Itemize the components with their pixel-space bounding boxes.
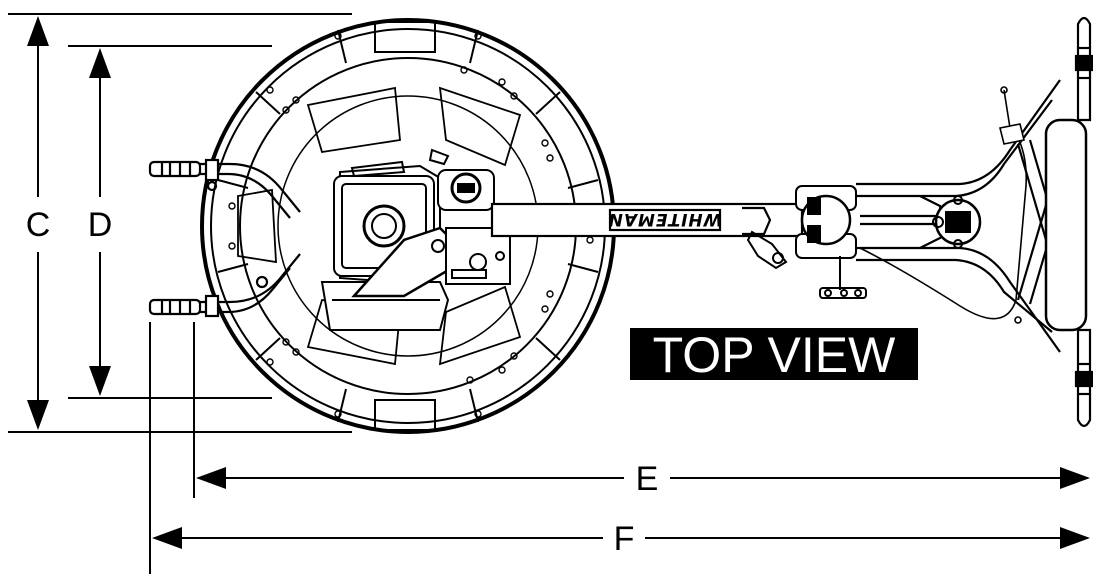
guard-rivets <box>228 32 594 418</box>
operating-handle-arm: WHITEMAN <box>490 202 804 238</box>
dimension-label-c: C <box>26 206 51 244</box>
brand-logo: WHITEMAN <box>608 209 723 229</box>
view-label-text: TOP VIEW <box>653 327 896 383</box>
engine <box>320 148 511 331</box>
dimension-f <box>149 322 1090 574</box>
dimension-label-f: F <box>614 520 635 558</box>
dimension-label-d: D <box>88 206 113 244</box>
guard-segments <box>217 21 599 431</box>
handlebar-grip-bottom <box>1074 328 1093 428</box>
pitch-clamp <box>746 185 867 299</box>
cross-bar <box>1016 118 1088 332</box>
dimension-label-e: E <box>636 460 659 498</box>
blade-plates <box>237 86 522 366</box>
throttle-cable <box>859 86 1028 324</box>
dimension-e <box>193 322 1090 498</box>
dimension-c <box>8 13 352 433</box>
handlebar-grip-top <box>1074 16 1093 122</box>
dimension-d <box>68 45 272 399</box>
trowel-machine: WHITEMAN <box>148 16 1093 434</box>
throttle-hub <box>932 195 982 249</box>
lift-handle-bottom <box>148 253 301 318</box>
lift-handle-top <box>148 158 301 219</box>
view-label: TOP VIEW <box>630 327 918 383</box>
